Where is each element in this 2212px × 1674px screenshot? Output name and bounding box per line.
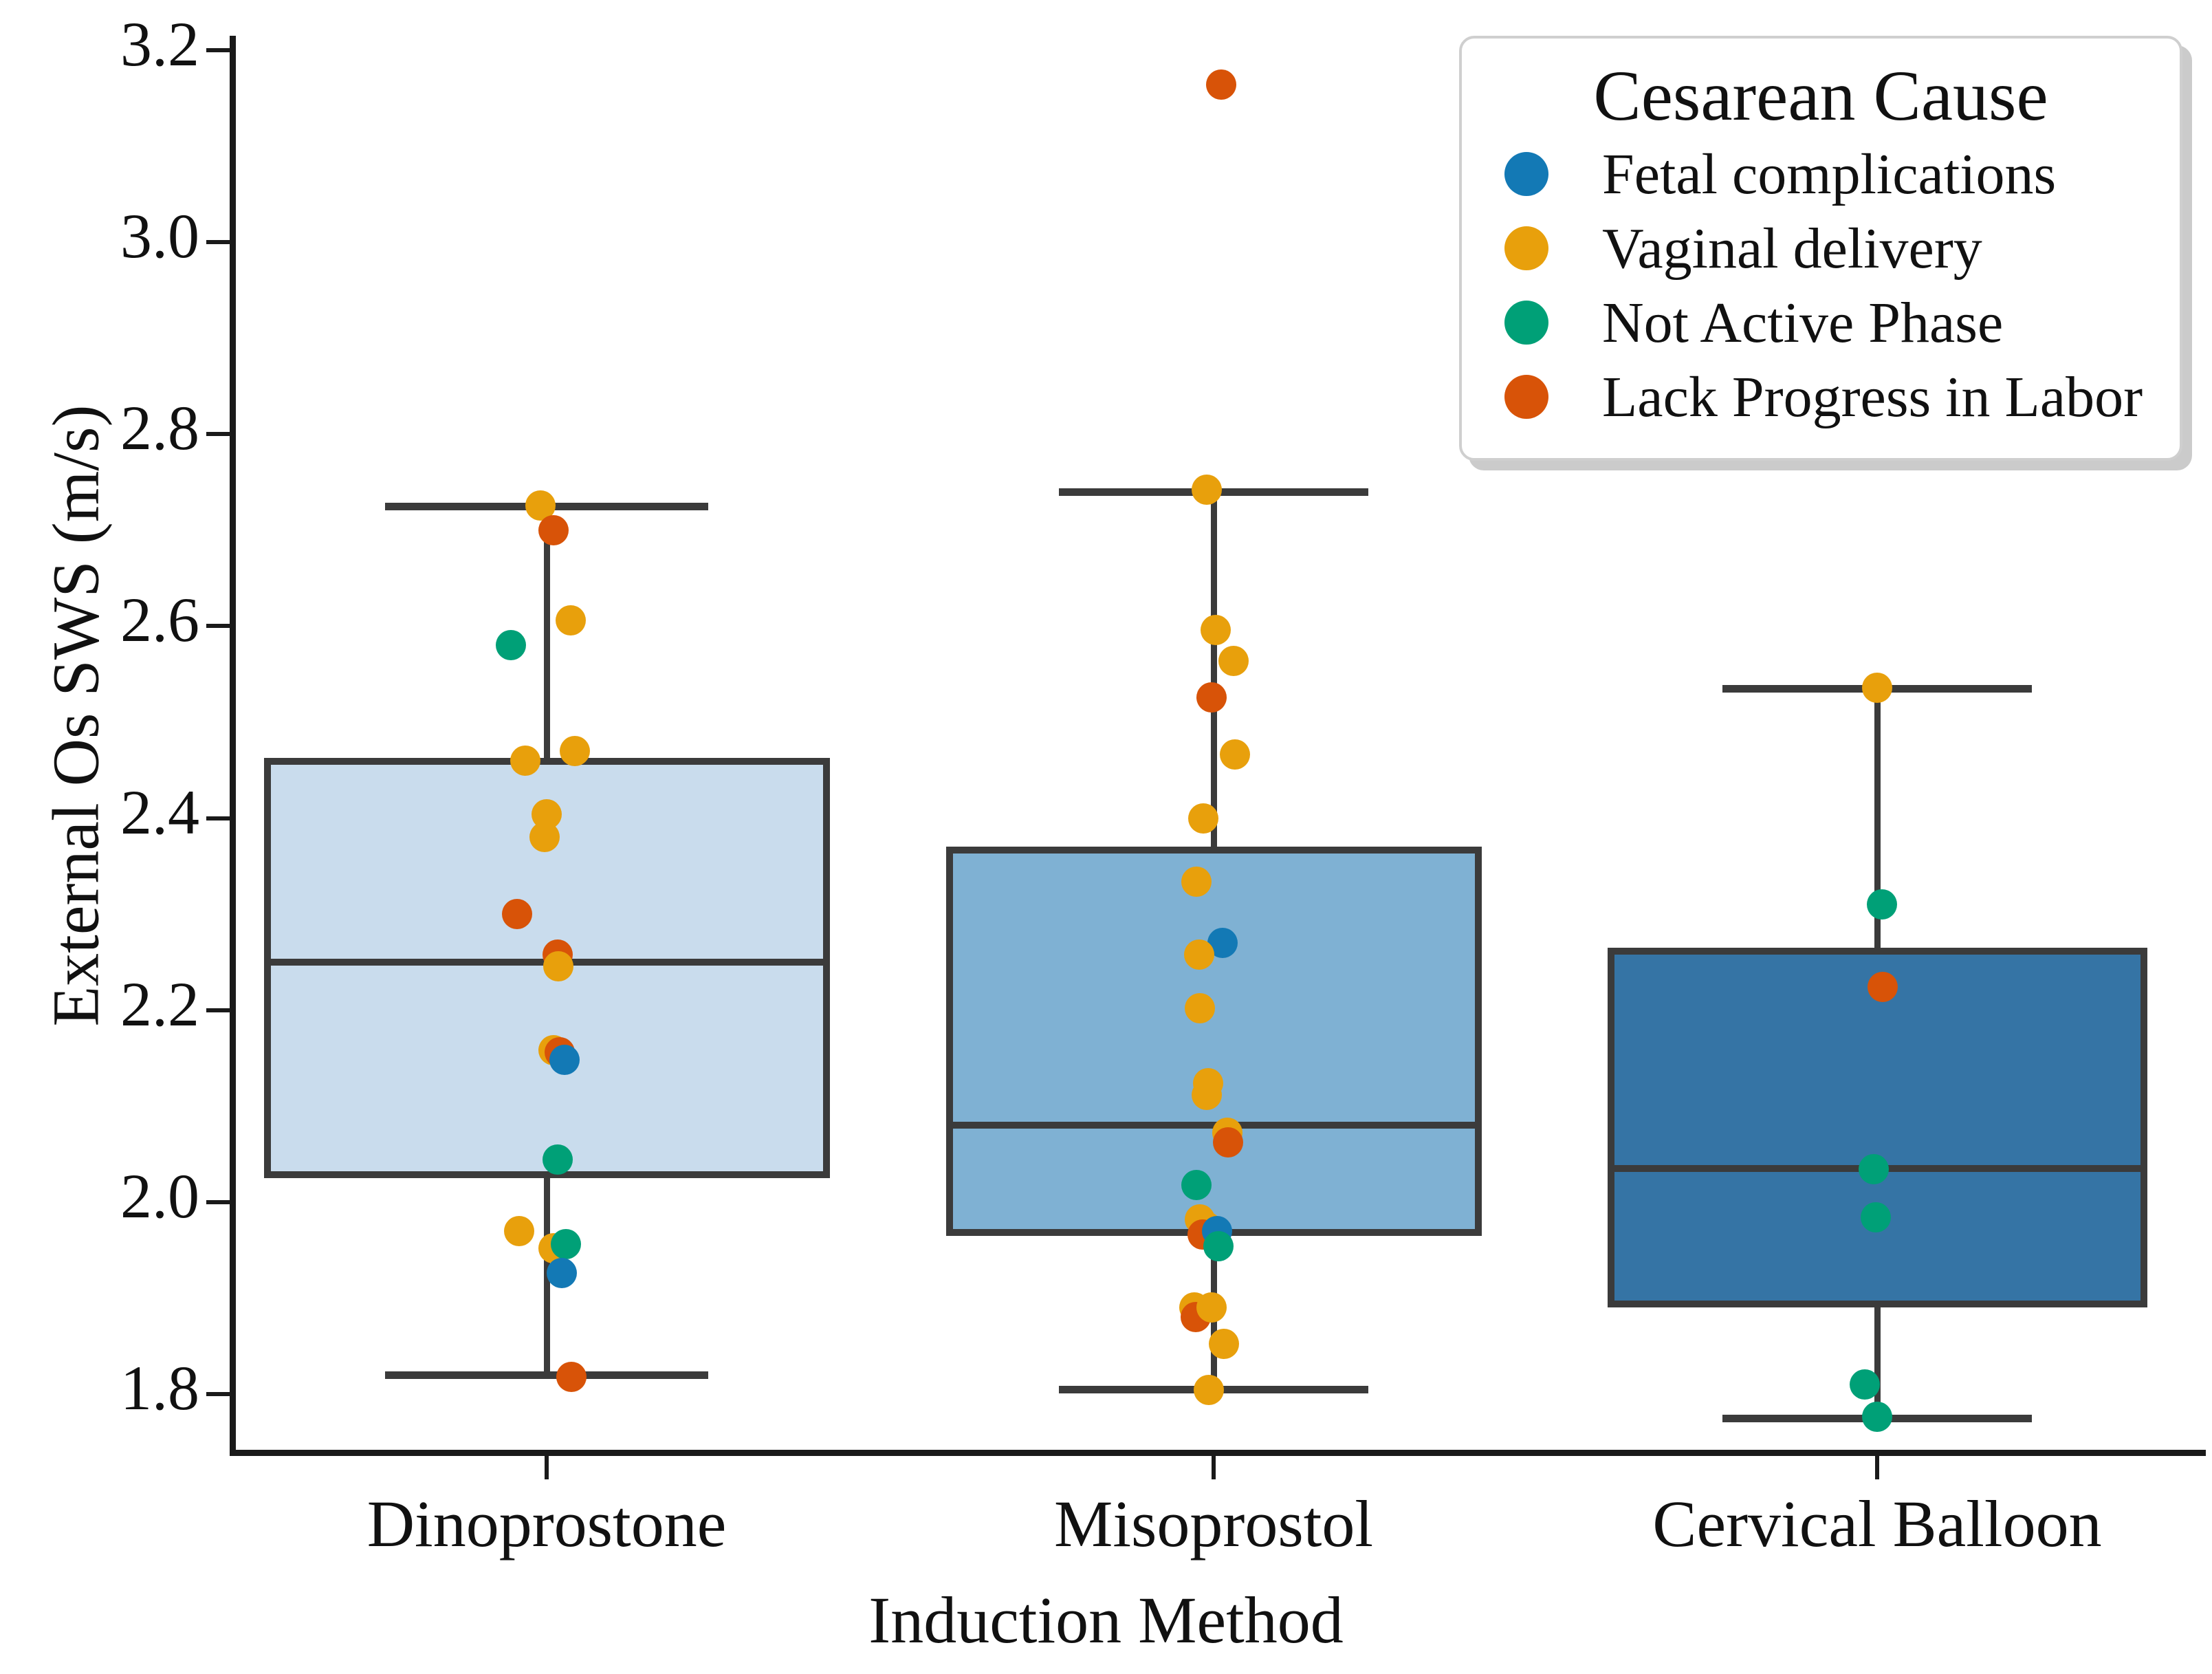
y-tick-label: 3.2: [120, 9, 199, 79]
data-point: [1181, 1169, 1212, 1200]
data-point: [1849, 1369, 1880, 1400]
data-point: [1861, 1202, 1892, 1233]
data-point: [1181, 866, 1212, 897]
data-point: [1203, 1231, 1234, 1262]
whisker-upper: [1211, 492, 1217, 847]
y-tick-label: 3.0: [120, 201, 199, 272]
data-point: [1208, 1329, 1239, 1360]
data-point: [555, 605, 586, 636]
whisker-cap-lower: [385, 1371, 708, 1380]
data-point: [1206, 69, 1237, 100]
data-point: [538, 514, 569, 545]
data-point: [1192, 475, 1223, 506]
y-tick-mark: [206, 816, 230, 820]
legend-item-vaginal-delivery[interactable]: Vaginal delivery: [1504, 211, 2180, 285]
y-tick-mark: [206, 48, 230, 52]
y-axis-spine: [230, 36, 236, 1454]
data-point: [1192, 1079, 1223, 1110]
data-point: [1201, 615, 1231, 645]
y-tick-label: 2.4: [120, 776, 199, 847]
data-point: [547, 1258, 578, 1289]
data-point: [496, 630, 527, 661]
data-point: [549, 1045, 580, 1076]
y-tick-mark: [206, 1392, 230, 1396]
box-cervical-balloon: [1607, 947, 2147, 1308]
legend-label: Lack Progress in Labor: [1602, 365, 2143, 429]
x-tick-mark: [545, 1456, 549, 1479]
x-tick-mark: [1875, 1456, 1879, 1479]
data-point: [1185, 992, 1216, 1023]
y-tick-mark: [206, 432, 230, 437]
legend-title: Cesarean Cause: [1593, 56, 2048, 135]
legend-marker-icon: [1504, 152, 1548, 196]
data-point: [504, 1215, 535, 1246]
data-point: [1183, 939, 1214, 970]
legend-item-not-active-phase[interactable]: Not Active Phase: [1504, 285, 2180, 360]
whisker-lower: [1874, 1307, 1881, 1418]
legend-marker-icon: [1504, 226, 1548, 270]
legend-item-lack-progress-in-labor[interactable]: Lack Progress in Labor: [1504, 360, 2180, 434]
whisker-upper: [1874, 688, 1881, 948]
x-tick-label-dinoprostone: Dinoprostone: [366, 1487, 727, 1561]
y-tick-label: 2.2: [120, 968, 199, 1039]
legend-marker-icon: [1504, 375, 1548, 419]
legend-item-fetal-complications[interactable]: Fetal complications: [1504, 137, 2180, 211]
y-tick-mark: [206, 240, 230, 245]
legend-label: Vaginal delivery: [1602, 216, 1982, 281]
data-point: [1188, 803, 1219, 834]
data-point: [1862, 672, 1892, 703]
legend-marker-icon: [1504, 301, 1548, 345]
y-tick-mark: [206, 624, 230, 629]
y-tick-mark: [206, 1199, 230, 1204]
data-point: [543, 950, 574, 981]
x-tick-label-cervical-balloon: Cervical Balloon: [1652, 1487, 2102, 1561]
data-point: [1196, 682, 1227, 713]
y-axis-title: External Os SWS (m/s): [39, 404, 113, 1027]
x-axis-spine: [230, 1450, 2206, 1456]
data-point: [1868, 972, 1898, 1003]
y-tick-label: 1.8: [120, 1353, 199, 1423]
data-point: [1866, 889, 1897, 920]
data-point: [1220, 739, 1251, 770]
y-tick-label: 2.0: [120, 1160, 199, 1231]
legend-label: Not Active Phase: [1602, 290, 2004, 355]
data-point: [556, 1361, 587, 1392]
data-point: [1213, 1127, 1244, 1158]
data-point: [1859, 1154, 1890, 1185]
data-point: [1194, 1375, 1225, 1406]
x-tick-mark: [1212, 1456, 1216, 1479]
y-tick-label: 2.8: [120, 393, 199, 464]
data-point: [560, 735, 591, 766]
x-tick-label-misoprostol: Misoprostol: [1053, 1487, 1374, 1561]
data-point: [1196, 1292, 1227, 1323]
data-point: [1862, 1402, 1892, 1433]
whisker-upper: [544, 506, 550, 758]
y-tick-label: 2.6: [120, 585, 199, 655]
data-point: [550, 1229, 581, 1260]
y-tick-mark: [206, 1008, 230, 1012]
box-misoprostol: [945, 847, 1482, 1236]
legend-label: Fetal complications: [1602, 142, 2057, 206]
data-point: [1218, 645, 1249, 676]
x-axis-title: Induction Method: [868, 1583, 1344, 1657]
data-point: [542, 1144, 573, 1175]
data-point: [501, 899, 532, 930]
data-point: [529, 822, 560, 853]
data-point: [510, 745, 540, 776]
